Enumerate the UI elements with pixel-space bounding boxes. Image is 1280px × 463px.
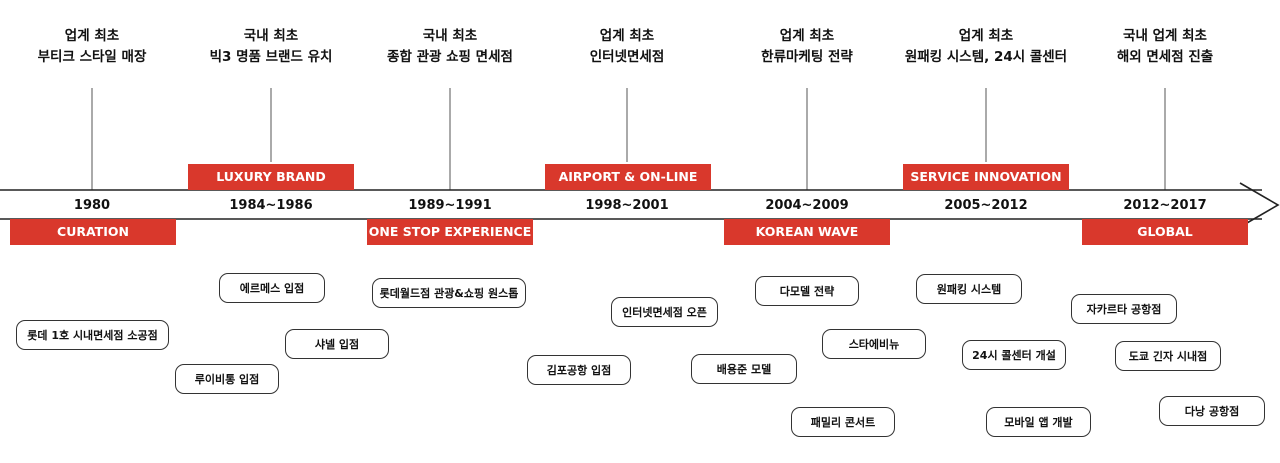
category-tag: KOREAN WAVE xyxy=(724,219,890,245)
header-line: 해외 면세점 진출 xyxy=(1116,49,1214,65)
period-header: 업계 최초 원패킹 시스템, 24시 콜센터 xyxy=(866,26,1106,68)
event-pill: 도쿄 긴자 시내점 xyxy=(1115,341,1221,371)
period-year: 1989~1991 xyxy=(408,198,492,213)
header-line: 국내 최초 xyxy=(422,28,478,44)
event-pill: 김포공항 입점 xyxy=(527,355,631,385)
event-pill: 스타에비뉴 xyxy=(822,329,926,359)
header-line: 원패킹 시스템, 24시 콜센터 xyxy=(904,49,1068,65)
event-pill: 롯데 1호 시내면세점 소공점 xyxy=(16,320,169,350)
period-header: 업계 최초 부티크 스타일 매장 xyxy=(0,26,212,68)
event-pill: 자카르타 공항점 xyxy=(1071,294,1177,324)
period-header: 업계 최초 인터넷면세점 xyxy=(507,26,747,68)
event-pill: 원패킹 시스템 xyxy=(916,274,1022,304)
category-tag: AIRPORT & ON-LINE xyxy=(545,164,711,190)
period-year: 1980 xyxy=(73,198,111,213)
event-pill: 샤넬 입점 xyxy=(285,329,389,359)
category-tag: LUXURY BRAND xyxy=(188,164,354,190)
header-line: 업계 최초 xyxy=(779,28,835,44)
period-header: 국내 최초 종합 관광 쇼핑 면세점 xyxy=(330,26,570,68)
timeline-arrow-head xyxy=(1239,182,1280,228)
header-line: 업계 최초 xyxy=(599,28,655,44)
header-line: 업계 최초 xyxy=(64,28,120,44)
event-pill: 패밀리 콘서트 xyxy=(791,407,895,437)
event-pill: 인터넷면세점 오픈 xyxy=(611,297,718,327)
header-line: 인터넷면세점 xyxy=(589,49,665,65)
event-pill: 다낭 공항점 xyxy=(1159,396,1265,426)
event-pill: 롯데월드점 관광&쇼핑 원스톱 xyxy=(372,278,526,308)
period-year: 2005~2012 xyxy=(944,198,1028,213)
event-pill: 루이비통 입점 xyxy=(175,364,279,394)
period-header: 국내 업계 최초 해외 면세점 진출 xyxy=(1045,26,1280,68)
header-line: 부티크 스타일 매장 xyxy=(37,49,147,65)
period-year: 1998~2001 xyxy=(585,198,669,213)
period-header: 국내 최초 빅3 명품 브랜드 유치 xyxy=(151,26,391,68)
category-tag: ONE STOP EXPERIENCE xyxy=(367,219,533,245)
category-tag: GLOBAL xyxy=(1082,219,1248,245)
event-pill: 에르메스 입점 xyxy=(219,273,325,303)
event-pill: 24시 콜센터 개설 xyxy=(962,340,1066,370)
header-line: 빅3 명품 브랜드 유치 xyxy=(209,49,333,65)
event-pill: 모바일 앱 개발 xyxy=(986,407,1091,437)
period-year: 1984~1986 xyxy=(229,198,313,213)
period-year: 2012~2017 xyxy=(1123,198,1207,213)
period-year: 2004~2009 xyxy=(765,198,849,213)
header-line: 국내 업계 최초 xyxy=(1123,28,1207,44)
category-tag: SERVICE INNOVATION xyxy=(903,164,1069,190)
period-header: 업계 최초 한류마케팅 전략 xyxy=(687,26,927,68)
event-pill: 배용준 모델 xyxy=(691,354,797,384)
header-line: 종합 관광 쇼핑 면세점 xyxy=(387,49,513,65)
header-line: 국내 최초 xyxy=(243,28,299,44)
header-line: 한류마케팅 전략 xyxy=(761,49,853,65)
header-line: 업계 최초 xyxy=(958,28,1014,44)
event-pill: 다모델 전략 xyxy=(755,276,859,306)
category-tag: CURATION xyxy=(10,219,176,245)
